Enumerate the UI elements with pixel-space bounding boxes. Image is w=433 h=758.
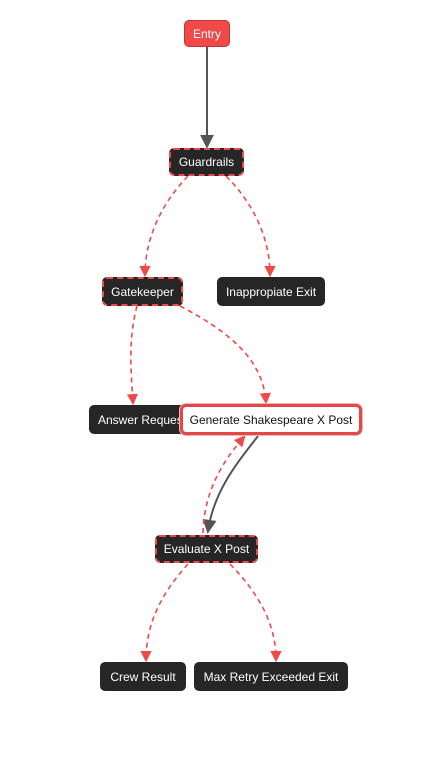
- node-entry[interactable]: Entry: [184, 20, 230, 47]
- edge-evaluate-max-retry: [229, 563, 282, 663]
- edge-gatekeeper-answer-request: [126, 305, 139, 406]
- node-crew-result[interactable]: Crew Result: [100, 662, 186, 691]
- node-guardrails[interactable]: Guardrails: [169, 148, 244, 176]
- node-generate-shakespeare-post[interactable]: Generate Shakespeare X Post: [180, 404, 362, 435]
- edge-evaluate-generate: [202, 435, 246, 534]
- node-evaluate-post[interactable]: Evaluate X Post: [155, 535, 258, 563]
- node-answer-request[interactable]: Answer Request: [89, 405, 196, 434]
- edge-guardrails-inappropriate-exit: [225, 175, 276, 278]
- node-gatekeeper[interactable]: Gatekeeper: [102, 277, 183, 306]
- edge-evaluate-crew-result: [140, 563, 189, 663]
- edge-generate-evaluate: [202, 435, 259, 534]
- node-inappropriate-exit[interactable]: Inappropiate Exit: [217, 277, 325, 306]
- edge-guardrails-gatekeeper: [139, 175, 189, 278]
- edge-gatekeeper-generate-post: [179, 305, 271, 405]
- node-max-retry-exceeded-exit[interactable]: Max Retry Exceeded Exit: [194, 662, 348, 691]
